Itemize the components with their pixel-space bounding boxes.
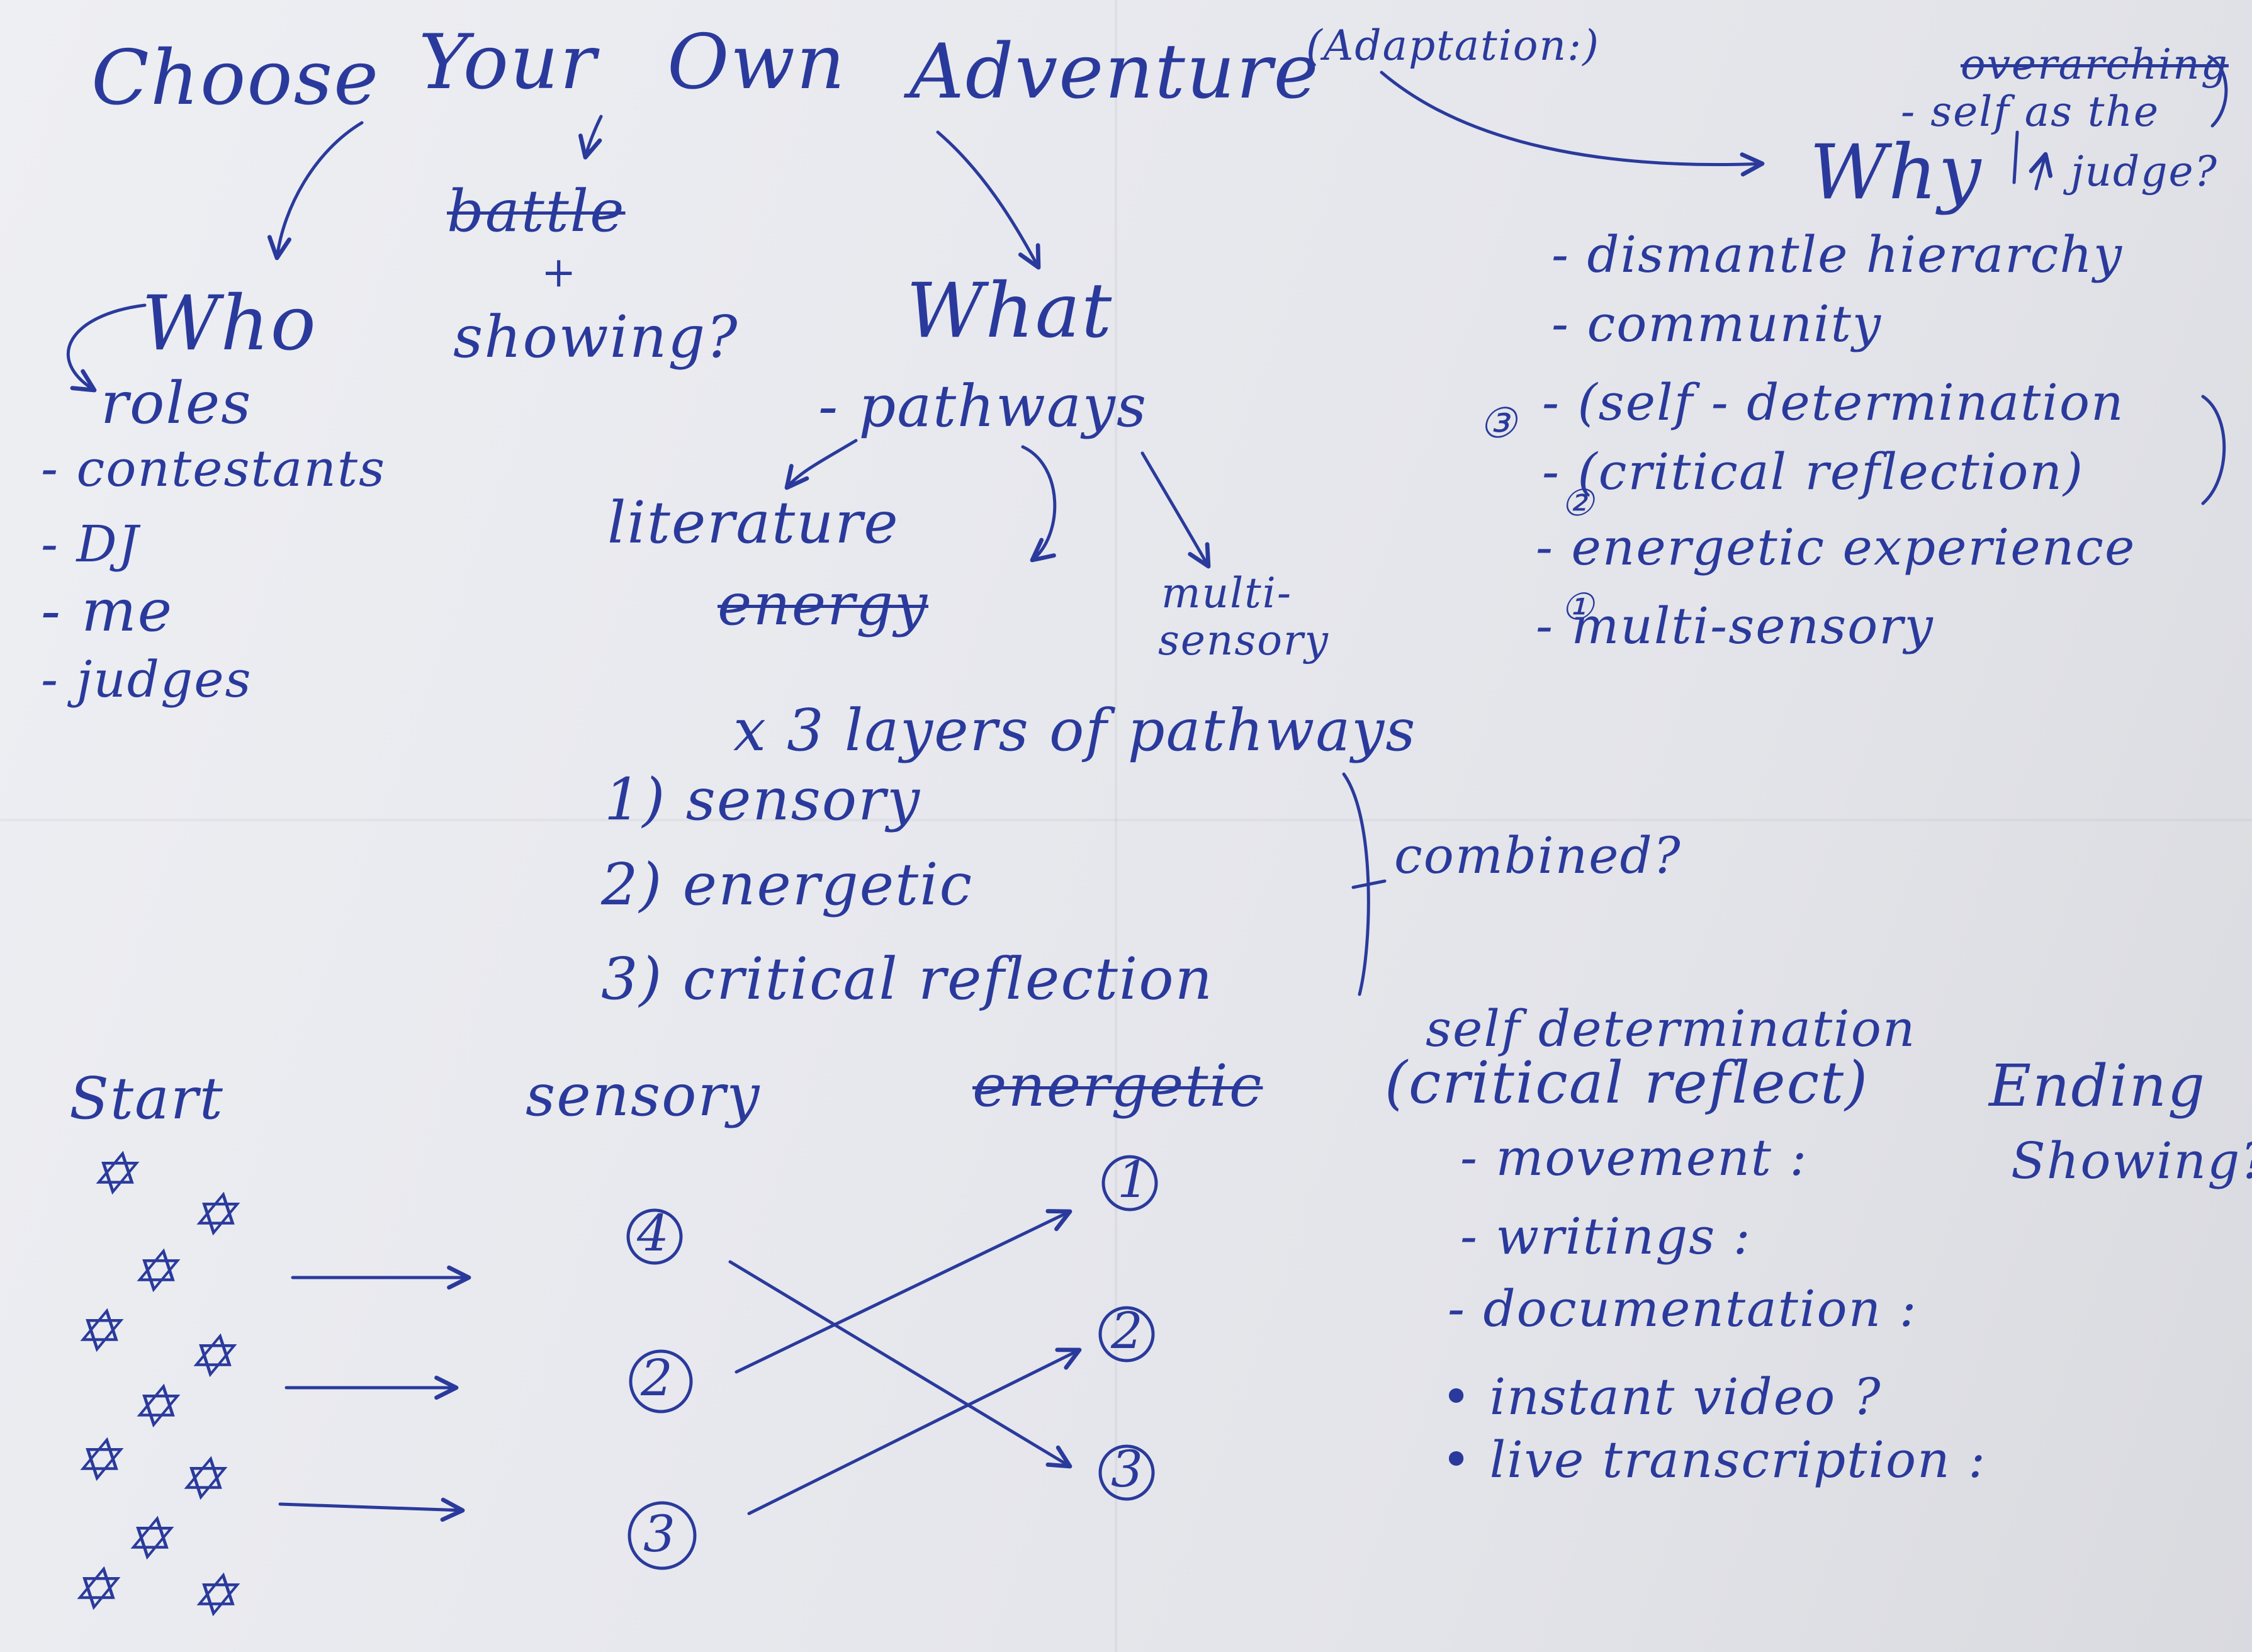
star-icon: ✡ [72, 1298, 123, 1365]
start-label: Start [69, 1065, 224, 1132]
who-item: - contestants [41, 439, 386, 498]
bracket-layers-tick [1351, 879, 1387, 889]
layer-item: 3) critical reflection [601, 945, 1213, 1013]
connector-left1-right3 [728, 1260, 1073, 1469]
who-heading: Who [142, 280, 317, 368]
connector-left2-right1 [735, 1209, 1073, 1374]
star-icon: ✡ [72, 1427, 123, 1494]
showing-ending-label: Showing? [2011, 1132, 2252, 1190]
combined-label: combined? [1394, 826, 1682, 885]
why-marker: ③ [1479, 399, 1518, 447]
why-item: - energetic experience [1536, 518, 2136, 576]
showing-label: showing? [453, 303, 739, 371]
battle-label: battle [447, 177, 626, 245]
ending-label: Ending [1989, 1052, 2206, 1120]
layers-heading: x 3 layers of pathways [733, 697, 1417, 764]
arrow-to-who [267, 121, 364, 261]
arrow-to-multisensory [1140, 451, 1211, 569]
circled-number-right: 2 [1111, 1301, 1144, 1360]
title-adaptation: (Adaptation:) [1306, 21, 1600, 70]
star-icon: ✡ [176, 1446, 227, 1513]
overarching-label: overarching [1961, 40, 2229, 89]
multi-label: multi- [1161, 569, 1293, 617]
circled-number-left: 3 [643, 1505, 677, 1563]
why-heading: Why [1810, 129, 1983, 216]
why-item: - (self - determination [1542, 373, 2125, 432]
star-icon: ✡ [129, 1238, 179, 1305]
what-heading: What [906, 267, 1113, 355]
arrow-judge [2029, 152, 2053, 191]
bracket-why-items [2201, 395, 2226, 505]
battle-plus: + [541, 248, 578, 296]
why-marker: ① [1561, 585, 1595, 628]
self-as-label: - self as the [1901, 87, 2160, 136]
circled-number-right: 1 [1117, 1150, 1151, 1209]
who-item: - me [41, 577, 174, 644]
literature-label: literature [607, 489, 899, 556]
title-adventure: Adventure [909, 28, 1320, 116]
connector-left3-right2 [747, 1347, 1082, 1515]
paper-fold-horizontal [0, 818, 2252, 822]
arrow-start-sensory-3 [278, 1497, 465, 1522]
who-item: - judges [41, 650, 252, 709]
sensory-column-label: sensory [526, 1062, 761, 1129]
circled-number-left: 4 [637, 1204, 670, 1262]
energetic-column-label: energetic [972, 1052, 1263, 1120]
reflect-item: - writings : [1460, 1207, 1752, 1266]
star-icon: ✡ [186, 1323, 236, 1390]
arrow-to-literature [784, 439, 858, 490]
reflect-item: • live transcription : [1441, 1430, 1987, 1489]
star-icon: ✡ [189, 1181, 239, 1249]
star-icon: ✡ [88, 1140, 138, 1208]
title-choose: Choose [91, 35, 380, 122]
arrow-to-why [1380, 70, 1765, 177]
critical-reflect-label: (critical reflect) [1385, 1049, 1869, 1116]
energy-label: energy [718, 571, 928, 638]
reflect-item: • instant video ? [1441, 1368, 1882, 1426]
title-your: Your [419, 19, 597, 106]
judge-label: judge? [2071, 147, 2218, 196]
arrow-to-battle [578, 115, 603, 160]
who-item: - DJ [41, 515, 140, 573]
star-icon: ✡ [129, 1373, 179, 1441]
why-item: - community [1551, 295, 1883, 353]
paper-fold-vertical [1114, 0, 1118, 1652]
title-own: Own [667, 19, 847, 106]
reflect-item: - documentation : [1448, 1279, 1918, 1338]
circled-number-left: 2 [641, 1349, 674, 1407]
sensory-label: sensory [1158, 616, 1329, 665]
arrow-to-energy [1021, 445, 1057, 563]
bracket-layers [1342, 772, 1370, 996]
why-item: - (critical reflection) [1542, 442, 2085, 501]
circled-number-right: 3 [1111, 1440, 1144, 1498]
self-determination-label: self determination [1426, 999, 1917, 1058]
why-item: - dismantle hierarchy [1551, 225, 2124, 284]
reflect-item: - movement : [1460, 1128, 1808, 1187]
pathways-label: - pathways [818, 373, 1148, 440]
roles-label: roles [101, 369, 252, 437]
layer-item: 1) sensory [604, 766, 921, 833]
star-icon: ✡ [123, 1505, 173, 1573]
connector-self-why [2012, 130, 2019, 184]
why-item: - multi-sensory [1536, 597, 1934, 655]
star-icon: ✡ [189, 1562, 239, 1629]
arrow-to-what [936, 130, 1041, 270]
star-icon: ✡ [69, 1556, 120, 1623]
layer-item: 2) energetic [601, 851, 974, 918]
why-marker: ② [1561, 481, 1595, 524]
